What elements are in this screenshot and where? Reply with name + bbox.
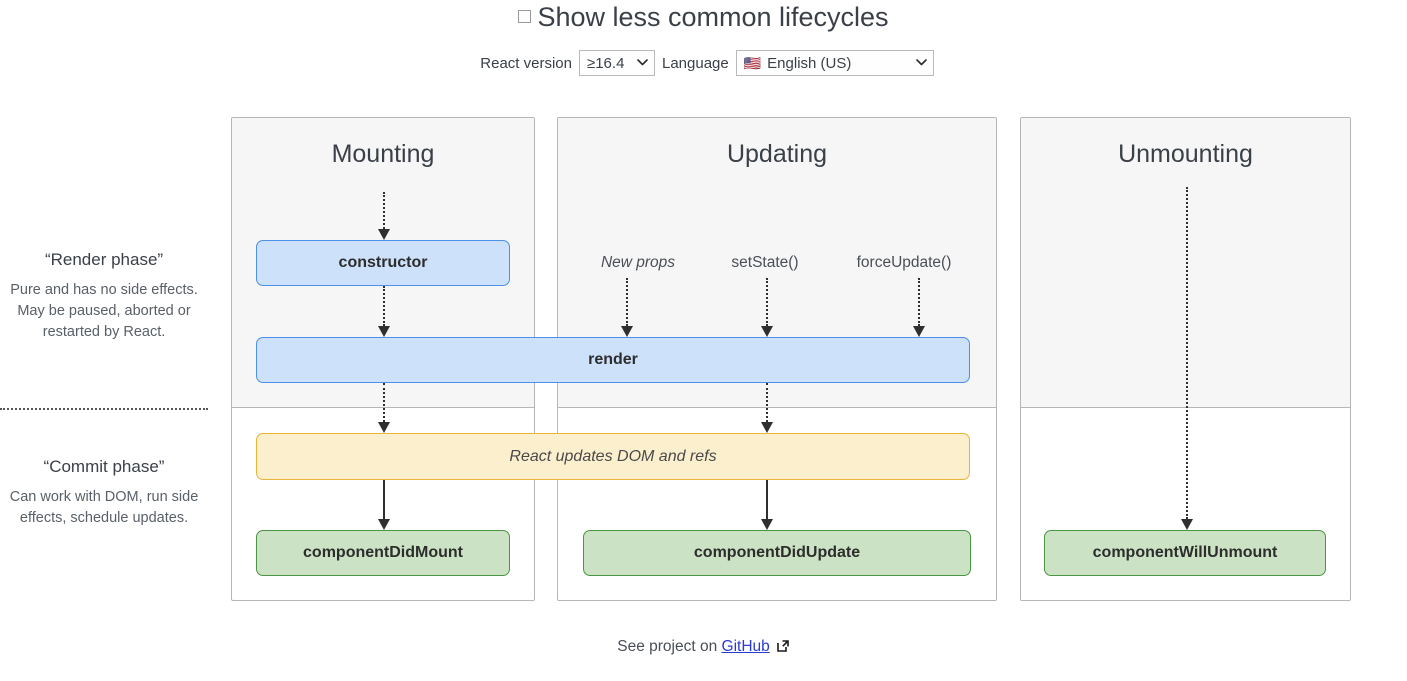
react-version-value: ≥16.4 xyxy=(586,54,625,72)
language-value: English (US) xyxy=(767,54,852,72)
render-phase-legend: “Render phase” Pure and has no side effe… xyxy=(0,250,208,343)
chevron-down-icon xyxy=(915,58,927,69)
trigger-new-props: New props xyxy=(600,254,676,271)
commit-phase-legend: “Commit phase” Can work with DOM, run si… xyxy=(0,457,208,529)
github-link[interactable]: GitHub xyxy=(721,638,770,655)
react-version-label: React version xyxy=(480,54,572,72)
show-less-common-lifecycles-checkbox[interactable] xyxy=(518,10,532,24)
show-less-common-lifecycles-toggle[interactable]: Show less common lifecycles xyxy=(0,2,1407,33)
column-unmounting-title: Unmounting xyxy=(1118,140,1253,168)
trigger-force-update: forceUpdate() xyxy=(856,254,952,271)
chevron-down-icon xyxy=(637,58,648,69)
external-link-icon[interactable] xyxy=(776,639,790,658)
us-flag-icon: 🇺🇸 xyxy=(743,54,762,71)
render-phase-description: Pure and has no side effects. May be pau… xyxy=(10,282,198,341)
node-react-updates-dom-and-refs[interactable]: React updates DOM and refs xyxy=(256,433,970,480)
column-mounting-title: Mounting xyxy=(331,140,435,168)
node-constructor[interactable]: constructor xyxy=(256,240,510,286)
react-version-select[interactable]: ≥16.4 xyxy=(578,50,655,76)
commit-phase-description: Can work with DOM, run side effects, sch… xyxy=(9,489,199,527)
trigger-set-state: setState() xyxy=(731,254,799,271)
node-component-did-mount[interactable]: componentDidMount xyxy=(256,530,510,576)
node-component-will-unmount[interactable]: componentWillUnmount xyxy=(1044,530,1326,576)
language-label: Language xyxy=(661,54,729,72)
commit-phase-title: “Commit phase” xyxy=(43,457,165,476)
node-component-did-update[interactable]: componentDidUpdate xyxy=(583,530,971,576)
render-phase-band xyxy=(1021,118,1350,408)
footer: See project on GitHub xyxy=(0,637,1407,656)
phase-divider xyxy=(0,408,208,410)
footer-text: See project on xyxy=(617,638,718,655)
render-phase-title: “Render phase” xyxy=(44,250,164,269)
page-title: Show less common lifecycles xyxy=(537,2,889,32)
controls-bar: React version ≥16.4 Language 🇺🇸 English … xyxy=(0,50,1407,76)
column-updating-title: Updating xyxy=(726,140,828,168)
language-select[interactable]: 🇺🇸 English (US) xyxy=(735,50,934,76)
node-render[interactable]: render xyxy=(256,337,970,383)
